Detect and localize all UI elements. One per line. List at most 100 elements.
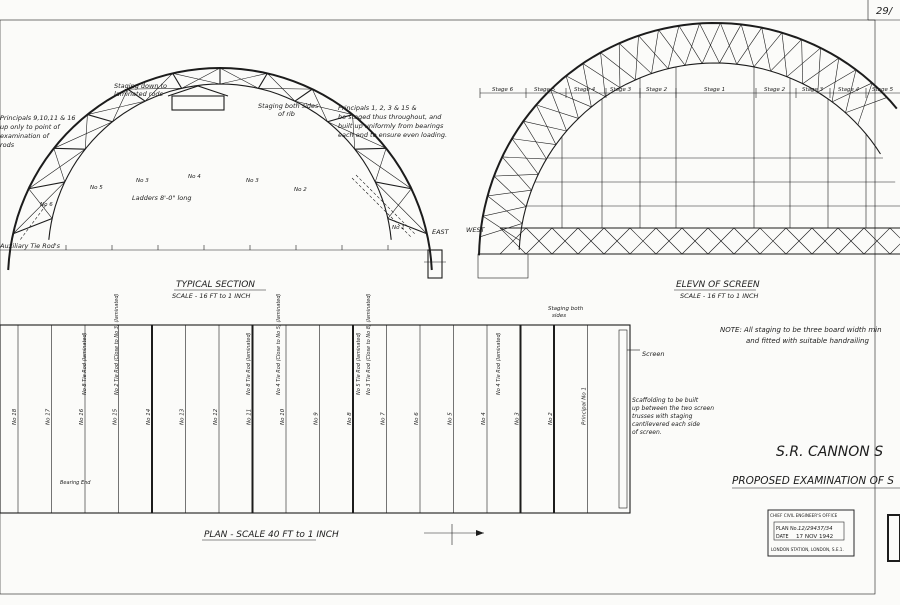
truss-diagonal — [352, 114, 356, 150]
truss-diagonal — [354, 148, 412, 189]
lattice-diagonal — [502, 156, 547, 160]
deck-diagonal — [499, 227, 527, 255]
west-abutment — [477, 253, 529, 279]
approval-stamp: CHIEF CIVIL ENGINEER'S OFFICE PLAN No. 1… — [767, 509, 855, 557]
lattice-diagonal — [523, 121, 547, 160]
title-line-1: S.R. CANNON S — [776, 444, 883, 460]
ladder-left — [19, 204, 47, 241]
lattice-diagonal — [753, 32, 783, 68]
lattice-diagonal — [817, 69, 857, 93]
principal-label: No 10 — [280, 408, 286, 425]
bay-label-4: No 4 — [188, 174, 201, 180]
plan-screen-label: Screen — [642, 350, 665, 358]
lattice-diagonal — [565, 75, 579, 119]
lattice-diagonal — [482, 206, 527, 217]
east-label: EAST — [432, 228, 450, 236]
lattice-diagonal — [487, 189, 532, 197]
ladders-note: Ladders 8'-0" long — [132, 194, 191, 202]
truss-vertical — [375, 181, 412, 190]
bay-label-6: No 6 — [40, 202, 53, 208]
scaffold-note-4: cantilevered each side — [632, 421, 700, 428]
deck-diagonal — [681, 227, 709, 255]
truss-vertical — [28, 181, 65, 190]
lattice-diagonal — [801, 39, 804, 84]
principal-label: Principal No 1 — [582, 387, 588, 425]
ladder — [351, 174, 417, 239]
deck-diagonal — [733, 227, 761, 255]
truss-diagonal — [258, 88, 313, 90]
lattice-diagonal — [684, 23, 700, 66]
stamp-plan-label: PLAN No. — [776, 526, 798, 532]
stamp-line-1: CHIEF CIVIL ENGINEER'S OFFICE — [770, 513, 838, 518]
stage-label: Stage 3 — [802, 87, 824, 93]
lattice-diagonal — [802, 57, 839, 84]
west-label: WEST — [466, 226, 486, 234]
section-title: TYPICAL SECTION — [176, 280, 255, 290]
lattice-diagonal — [618, 43, 621, 88]
principal-label: No 3 — [515, 412, 521, 425]
truss-diagonal — [28, 148, 86, 189]
bay-label-3a: No 3 — [136, 178, 149, 184]
lattice-diagonal — [817, 47, 821, 93]
title-block: S.R. CANNON S PROPOSED EXAMINATION OF S … — [732, 444, 900, 562]
truss-vertical — [327, 114, 353, 123]
stage-label: Stage 5 — [872, 87, 894, 93]
lattice-diagonal — [582, 63, 621, 88]
principal-label: No 9 — [314, 412, 320, 425]
elevation-title: ELEVN OF SCREEN — [676, 280, 760, 290]
scaffold-note-2: up between the two screen — [632, 405, 714, 412]
truss-diagonal — [112, 89, 129, 122]
screen-inner-arch — [518, 62, 881, 250]
deck-diagonal — [785, 227, 813, 255]
plan-staging-both-2: sides — [552, 313, 566, 319]
principal-label: No 8 — [347, 412, 353, 425]
plan-title: PLAN - SCALE 40 FT to 1 INCH — [204, 530, 339, 540]
deck-diagonal — [707, 227, 735, 255]
truss-vertical — [294, 88, 313, 102]
screen-elevation: Stage 6 Stage 5 Stage 4 Stage 3 Stage 2 … — [466, 21, 900, 300]
screen-glazing-grid — [526, 66, 900, 228]
principals-note-2: up only to point of — [0, 123, 61, 131]
lattice-diagonal — [781, 32, 788, 77]
lattice-diagonal — [845, 69, 857, 113]
deck-diagonal — [889, 243, 900, 255]
principal-label: No 15 — [113, 408, 119, 425]
truss-diagonal — [87, 100, 146, 115]
lattice-diagonal — [511, 138, 556, 145]
lattice-diagonal — [493, 175, 527, 207]
truss-vertical — [257, 73, 268, 89]
stage-label: Stage 4 — [838, 87, 860, 93]
lantern-roof — [167, 85, 229, 97]
principal-label: No 2 — [548, 412, 554, 425]
tie-rod-note: No 4 Tie Rod (Close to No 5) (laminated) — [276, 293, 282, 395]
stage-label: Stage 2 — [646, 87, 668, 93]
deck-diagonal — [551, 227, 579, 255]
title-frame-edge — [887, 514, 900, 562]
sheet-border — [0, 19, 876, 595]
principals-note2-1: Principals 1, 2, 3 & 15 & — [338, 104, 417, 112]
truss-vertical — [354, 147, 387, 150]
bay-label-5: No 5 — [90, 185, 103, 191]
lattice-diagonal — [638, 35, 669, 69]
lattice-diagonal — [678, 25, 703, 64]
tie-rod-note: No 8 Tie Rod (laminated) — [246, 332, 252, 395]
plan-outline — [0, 324, 631, 514]
sheet-number: 29/ — [876, 6, 894, 17]
principals-note2-3: built up uniformly from bearings — [338, 122, 444, 130]
section-scale: SCALE - 16 FT to 1 INCH — [172, 292, 251, 300]
principal-label: No 17 — [46, 408, 52, 425]
principal-label: No 16 — [79, 408, 85, 425]
deck-diagonal — [577, 227, 605, 255]
truss-diagonal — [53, 121, 113, 149]
lattice-diagonal — [565, 75, 606, 97]
lattice-diagonal — [701, 22, 721, 64]
elevation-scale: SCALE - 16 FT to 1 INCH — [680, 292, 759, 300]
principal-label: No 6 — [414, 412, 420, 425]
truss-diagonal — [84, 114, 88, 150]
stage-label: Stage 3 — [610, 87, 632, 93]
deck-diagonal — [525, 227, 553, 255]
